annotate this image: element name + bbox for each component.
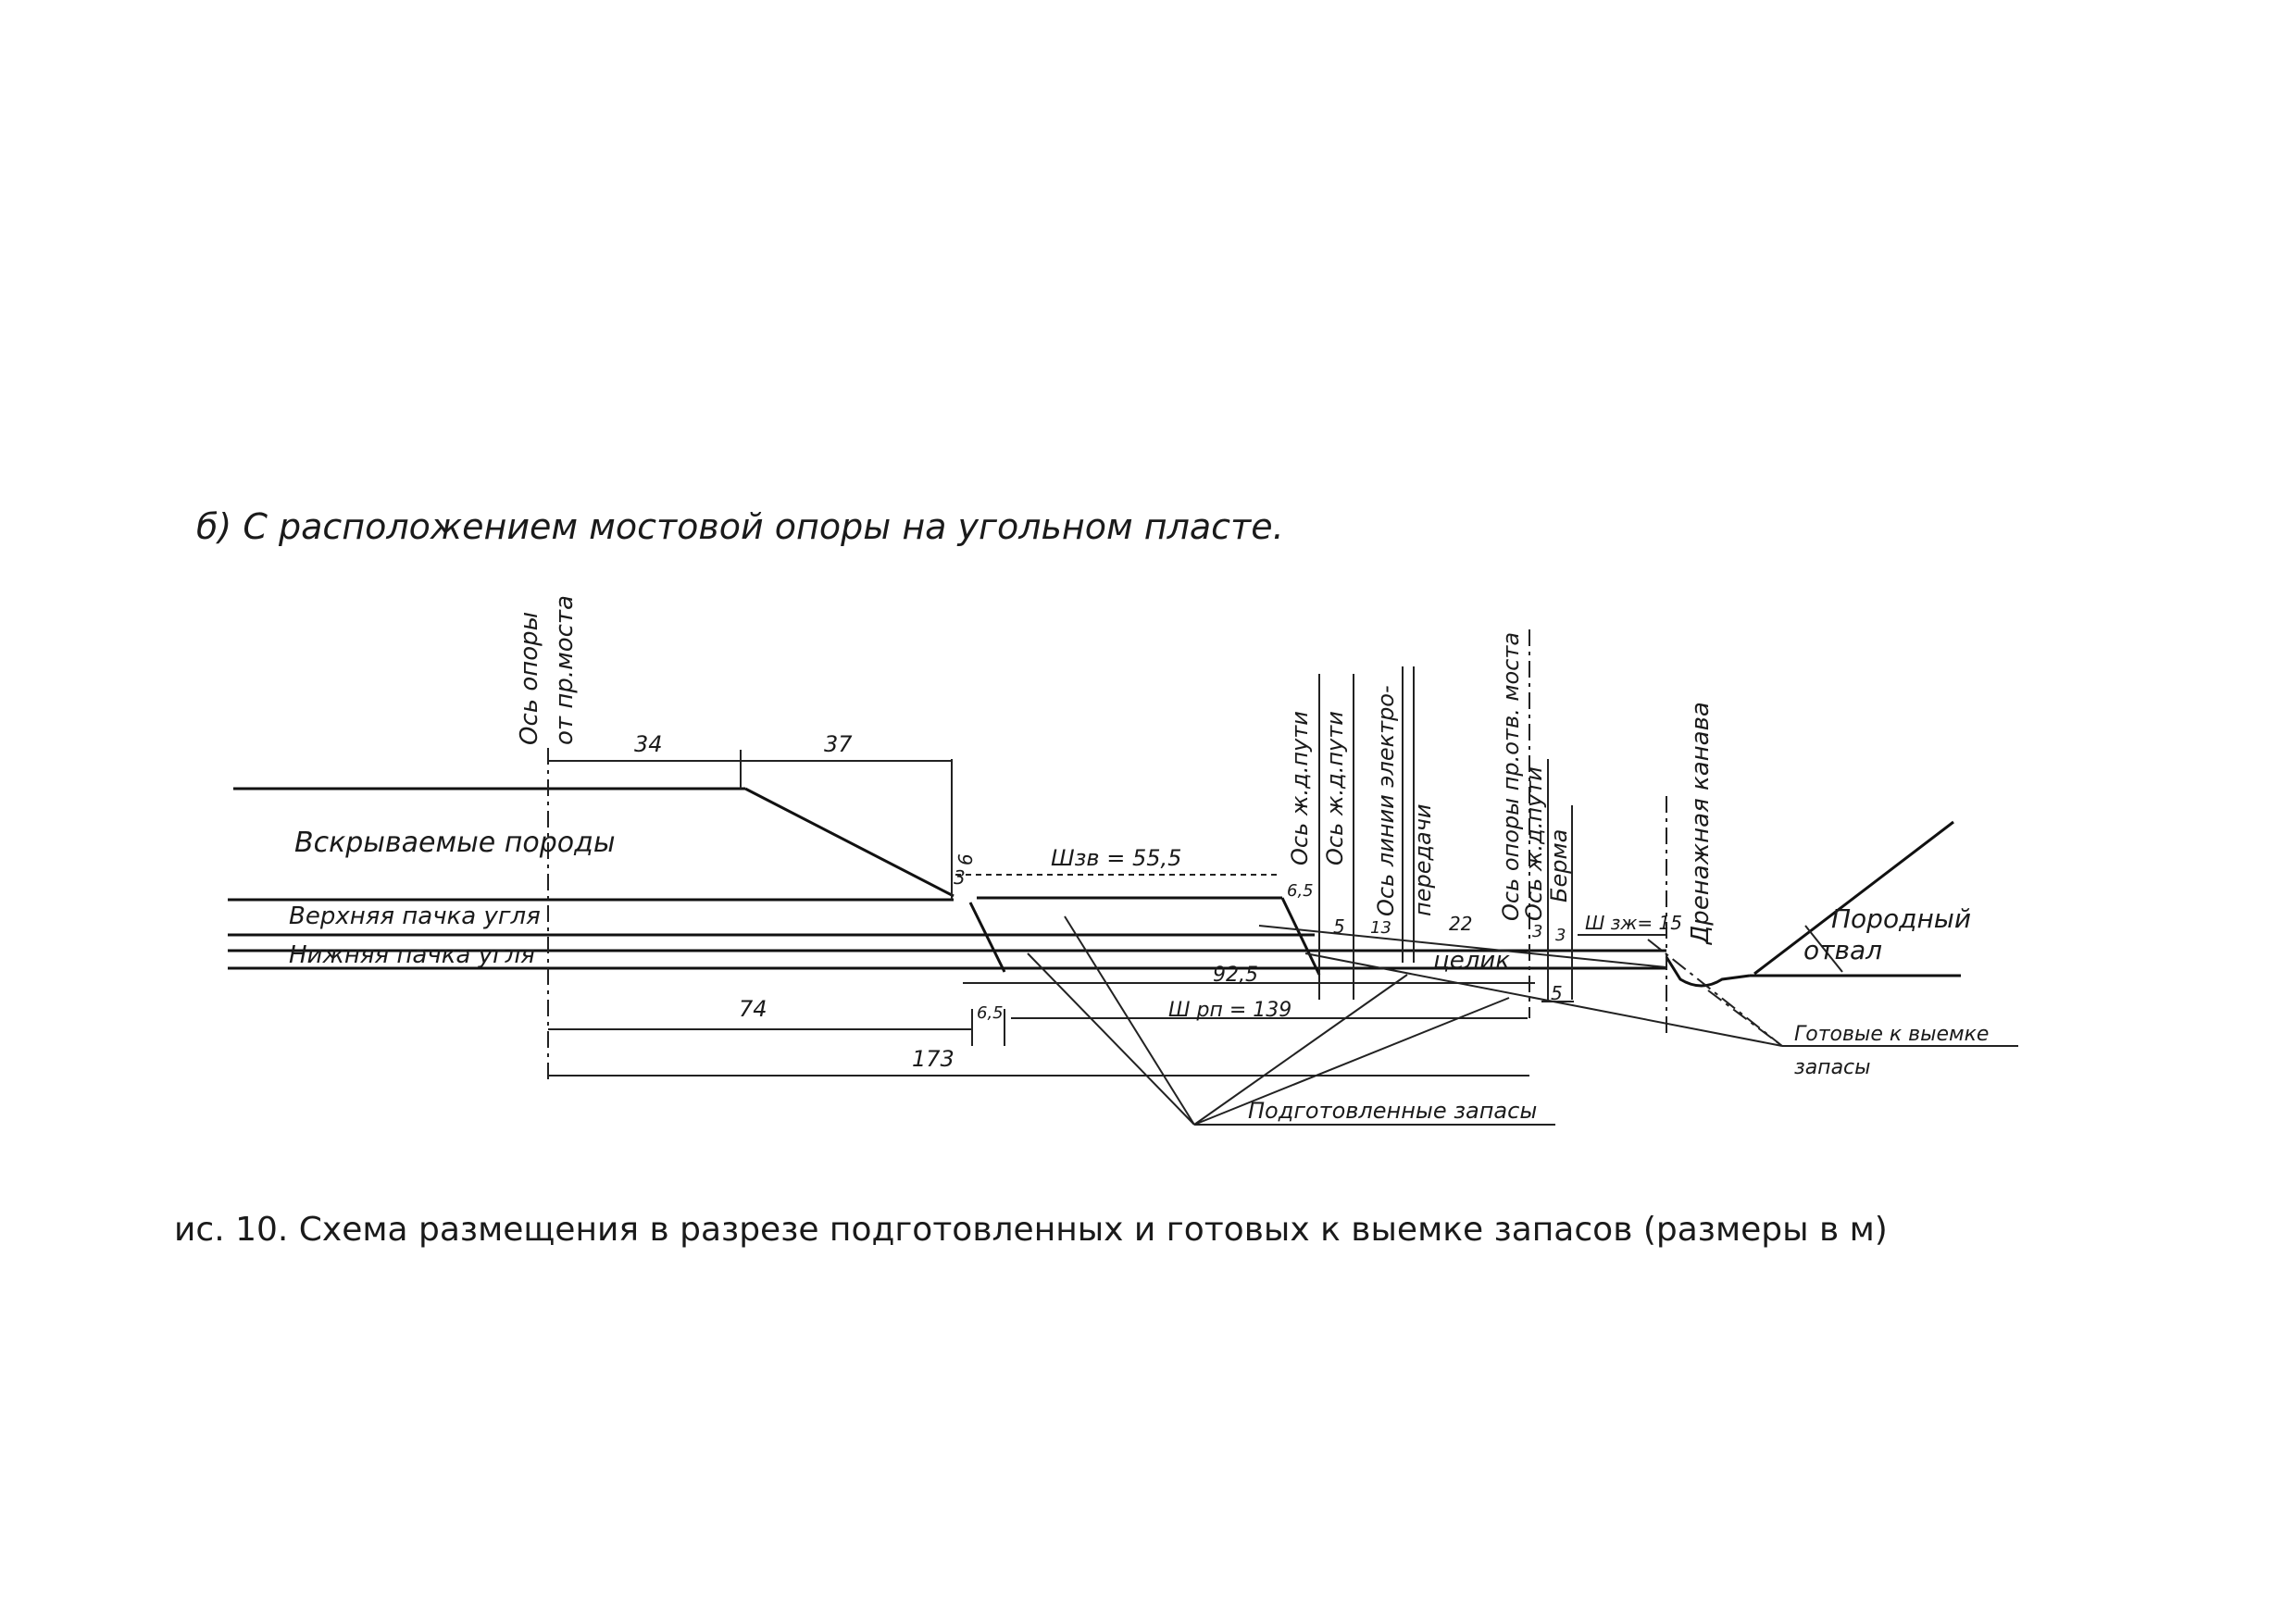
vertical-axes (547, 629, 1667, 1083)
dim-3-top: 3 (954, 866, 966, 889)
label-dump-2: отвал (1803, 935, 1882, 965)
dim-3-c: 3 (1555, 926, 1566, 945)
dim-5-b: 5 (1551, 982, 1563, 1004)
label-drainage: Дренажная канава (1687, 702, 1715, 945)
label-overburden: Вскрываемые породы (294, 827, 616, 859)
figure-caption: ис. 10. Схема размещения в разрезе подго… (174, 1211, 1888, 1249)
dim-37: 37 (824, 731, 853, 757)
dim-6-5-a: 6,5 (1287, 881, 1314, 901)
overburden-slope (744, 787, 955, 898)
label-pillar: целик (1433, 947, 1510, 975)
label-berm: Берма (1546, 829, 1572, 902)
dim-3-b: 3 (1532, 922, 1542, 941)
diagram-subtitle: б) С расположением мостовой опоры на уго… (196, 506, 1284, 547)
dimension-texts: 34 37 6 3 Шзв = 55,5 6,5 5 13 22 3 3 Ш з… (634, 731, 1682, 1072)
label-rail-axis-2: Ось ж.д.пути (1322, 711, 1348, 865)
leader-ready-2 (1647, 939, 1783, 1047)
dump-slope (1753, 820, 1954, 976)
label-bridge-axis-1: Ось опоры (516, 612, 543, 745)
label-dump-1: Породный (1831, 903, 1971, 934)
dimension-lines (548, 750, 1666, 1077)
label-prepared: Подготовленные запасы (1248, 1098, 1537, 1124)
dim-shzh: Ш зж= 15 (1585, 912, 1682, 934)
leader-ready-1 (1304, 952, 1783, 1047)
label-lower-seam: Нижняя пачка угля (289, 941, 535, 969)
label-power-axis-2: передачи (1410, 803, 1436, 916)
label-support-axis: Ось опоры пр.отв. моста (1498, 632, 1524, 921)
label-upper-seam: Верхняя пачка угля (289, 902, 541, 930)
vertical-labels: Ось опоры от пр.моста Ось ж.д.пути Ось ж… (516, 595, 1715, 945)
leader-lines (1027, 915, 2018, 1126)
leader-prepared-2 (1064, 915, 1195, 1126)
dim-22: 22 (1449, 913, 1472, 935)
label-power-axis-1: Ось линии электро- (1373, 685, 1399, 916)
upper-seam-face-2 (1280, 897, 1321, 976)
dim-6-5-b: 6,5 (977, 1003, 1004, 1023)
dim-shrp: Ш рп = 139 (1168, 999, 1292, 1022)
dim-173: 173 (912, 1046, 955, 1072)
dim-13: 13 (1370, 918, 1391, 938)
drainage-ditch (1665, 956, 1751, 988)
dim-74: 74 (739, 996, 767, 1022)
label-rail-axis-1: Ось ж.д.пути (1287, 711, 1313, 865)
upper-seam-face-1 (968, 902, 1006, 973)
dim-92-5: 92,5 (1213, 964, 1258, 987)
dim-shzv: Шзв = 55,5 (1051, 845, 1181, 871)
leader-prepared-4 (1193, 997, 1510, 1126)
label-ready-1: Готовые к выемке (1794, 1023, 1989, 1046)
dim-6-top: 6 (955, 853, 977, 865)
dim-5: 5 (1333, 915, 1345, 938)
dump-inner-line (1804, 925, 1843, 973)
dim-34: 34 (634, 731, 663, 757)
label-ready-2: запасы (1794, 1056, 1871, 1079)
leader-ready-3 (1707, 989, 1783, 1047)
leader-prepared-1 (1027, 952, 1195, 1126)
leader-prepared-3 (1193, 974, 1408, 1126)
region-labels: Вскрываемые породы Верхняя пачка угля Ни… (289, 827, 1989, 1124)
label-rail-axis-3: Ось ж.д.пути (1521, 766, 1547, 921)
strata-lines (228, 787, 1961, 988)
pillar-slope (1258, 925, 1667, 968)
label-bridge-axis-2: от пр.моста (551, 595, 579, 745)
